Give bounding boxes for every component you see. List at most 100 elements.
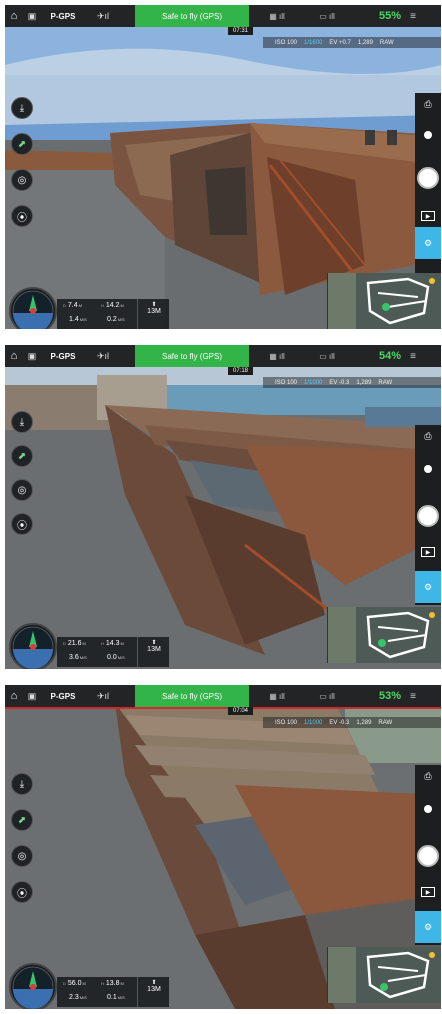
dji-go-frame-1: ⌂ ▣ P-GPS ✈ıl Safe to fly (GPS) ▦ ıll ▭ … (5, 5, 441, 329)
return-home-icon[interactable]: ⬈ (11, 445, 33, 467)
aircraft-status-icon[interactable]: ▣ (27, 10, 37, 21)
dji-go-frame-2: ⌂ ▣ P-GPS ✈ıl Safe to fly (GPS) ▦ ıll ▭ … (5, 345, 441, 669)
record-toggle-icon[interactable] (424, 465, 432, 473)
hd-signal-icon[interactable]: ▭ ıll (319, 691, 335, 701)
playback-icon[interactable]: ▶ (421, 547, 435, 557)
radar-indicator-icon (12, 966, 54, 1009)
camera-settings-icon[interactable]: ⚙ (415, 571, 441, 603)
return-home-icon[interactable]: ⬈ (11, 133, 33, 155)
flight-timer: 07:18 (228, 367, 254, 375)
horizontal-speed-readout: 1.4M/S (69, 316, 87, 323)
playback-icon[interactable]: ▶ (421, 887, 435, 897)
camera-settings-bar[interactable]: ISO 100 1/1000 EV -0.3 1,289 RAW (263, 377, 441, 388)
flight-mode-label[interactable]: P-GPS (50, 11, 76, 21)
camera-switch-icon[interactable]: ⎙ (424, 771, 432, 781)
remote-controller-icon[interactable]: ▦ ıll (269, 351, 285, 361)
home-icon[interactable]: ⌂ (10, 690, 18, 702)
flight-mode-label[interactable]: P-GPS (50, 351, 76, 361)
camera-switch-icon[interactable]: ⎙ (424, 431, 432, 441)
takeoff-icon[interactable]: ⤓ (11, 97, 33, 119)
shutter-button[interactable] (417, 167, 439, 189)
satellite-icon[interactable]: ✈ıl (96, 690, 110, 701)
record-toggle-icon[interactable] (424, 805, 432, 813)
battery-percentage[interactable]: 54% (378, 350, 401, 362)
ev-value: EV -0.3 (329, 379, 350, 386)
iso-value: ISO 100 (275, 719, 298, 726)
shutter-button[interactable] (417, 845, 439, 867)
battery-percentage[interactable]: 53% (378, 690, 401, 702)
satellite-icon[interactable]: ✈ıl (96, 350, 110, 361)
storage-count: 1,289 (356, 379, 372, 386)
menu-icon[interactable]: ≡ (410, 690, 416, 702)
horizontal-speed-readout: 2.3M/S (69, 994, 87, 1001)
ev-value: EV +0.7 (329, 39, 351, 46)
record-toggle-icon[interactable] (424, 131, 432, 139)
camera-settings-bar[interactable]: ISO 100 1/1000 EV -0.3 1,289 RAW (263, 717, 441, 728)
flight-mode-label[interactable]: P-GPS (50, 691, 76, 701)
aircraft-status-icon[interactable]: ▣ (27, 350, 37, 361)
takeoff-icon[interactable]: ⤓ (11, 411, 33, 433)
horizontal-speed-readout: 3.6M/S (69, 654, 87, 661)
flight-timer: 07:04 (228, 707, 254, 715)
flight-status-indicator[interactable]: Safe to fly (GPS) (135, 345, 249, 367)
radar-indicator-icon (12, 290, 54, 329)
flight-timer: 07:31 (228, 27, 254, 35)
menu-icon[interactable]: ≡ (410, 10, 416, 22)
height-icon: ⬆ (151, 302, 157, 308)
flight-status-indicator[interactable]: Safe to fly (GPS) (135, 5, 249, 27)
iso-value: ISO 100 (275, 39, 298, 46)
attitude-radar (9, 287, 57, 329)
map-view (328, 947, 441, 1003)
camera-settings-bar[interactable]: ISO 100 1/1600 EV +0.7 1,289 RAW (263, 37, 441, 48)
waypoint-icon[interactable]: ⦿ (11, 513, 33, 535)
camera-settings-icon[interactable]: ⚙ (415, 227, 441, 259)
obstacle-avoidance-icon[interactable]: ◎ (11, 479, 33, 501)
satellite-icon[interactable]: ✈ıl (96, 10, 110, 21)
storage-count: 1,289 (356, 719, 372, 726)
iso-value: ISO 100 (275, 379, 298, 386)
remote-controller-icon[interactable]: ▦ ıll (269, 691, 285, 701)
flight-status-indicator[interactable]: Safe to fly (GPS) (135, 685, 249, 707)
map-view (328, 607, 441, 663)
camera-switch-icon[interactable]: ⎙ (424, 99, 432, 109)
hd-signal-icon[interactable]: ▭ ıll (319, 351, 335, 361)
home-icon[interactable]: ⌂ (10, 10, 18, 22)
takeoff-icon[interactable]: ⤓ (11, 773, 33, 795)
remote-controller-icon[interactable]: ▦ ıll (269, 11, 285, 21)
aircraft-status-icon[interactable]: ▣ (27, 690, 37, 701)
menu-icon[interactable]: ≡ (410, 350, 416, 362)
top-status-bar: ⌂ ▣ P-GPS ✈ıl Safe to fly (GPS) ▦ ıll ▭ … (5, 345, 441, 367)
format-value: RAW (379, 39, 394, 46)
mini-map[interactable] (327, 273, 441, 329)
obstacle-avoidance-icon[interactable]: ◎ (11, 845, 33, 867)
home-icon[interactable]: ⌂ (10, 350, 18, 362)
waypoint-icon[interactable]: ⦿ (11, 205, 33, 227)
mini-map[interactable] (327, 947, 441, 1003)
height-icon: ⬆ (151, 640, 157, 646)
vertical-speed-readout: 0.2M/S (107, 316, 125, 323)
map-view (328, 273, 441, 329)
height-readout: ⬆ 13M (137, 637, 170, 667)
return-home-icon[interactable]: ⬈ (11, 809, 33, 831)
hd-signal-icon[interactable]: ▭ ıll (319, 11, 335, 21)
height-readout: ⬆ 13M (137, 977, 170, 1007)
mini-map[interactable] (327, 607, 441, 663)
format-value: RAW (378, 379, 393, 386)
radar-indicator-icon (12, 626, 54, 669)
attitude-radar (9, 623, 57, 669)
camera-settings-icon[interactable]: ⚙ (415, 911, 441, 943)
shutter-value: 1/1000 (304, 719, 323, 726)
shutter-button[interactable] (417, 505, 439, 527)
playback-icon[interactable]: ▶ (421, 211, 435, 221)
obstacle-avoidance-icon[interactable]: ◎ (11, 169, 33, 191)
waypoint-icon[interactable]: ⦿ (11, 881, 33, 903)
shutter-value: 1/1000 (304, 379, 323, 386)
height-readout: ⬆ 13M (137, 299, 170, 329)
vertical-speed-readout: 0.1M/S (107, 994, 125, 1001)
battery-percentage[interactable]: 55% (378, 10, 401, 22)
